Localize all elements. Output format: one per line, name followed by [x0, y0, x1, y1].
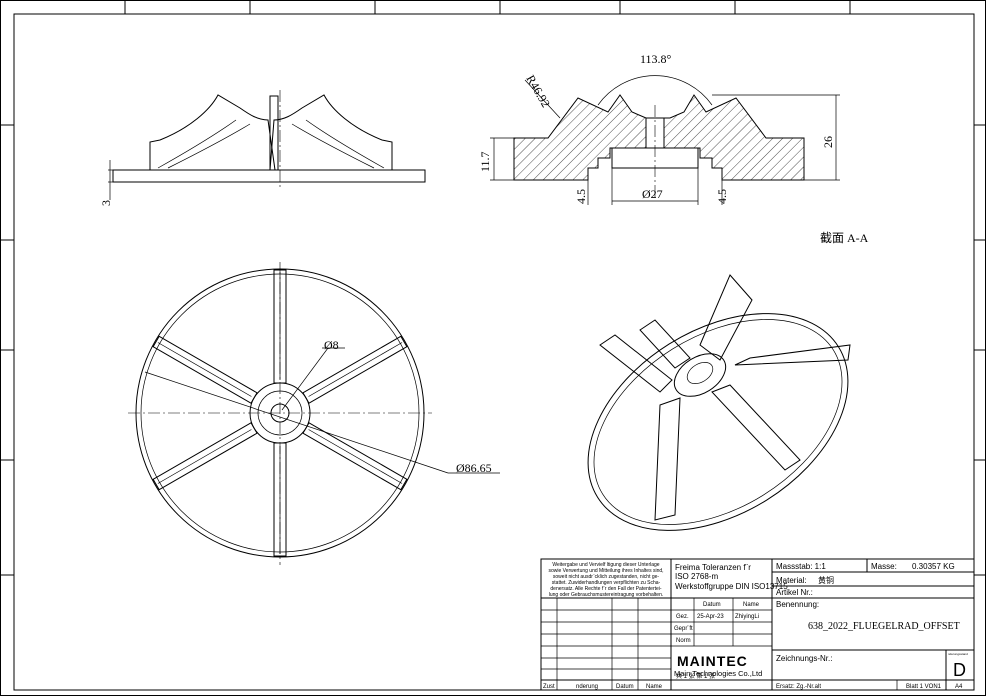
notice-line-5: denersatz. Alle Rechte f¨r den Fall der … — [550, 586, 662, 592]
side-base-plate — [112, 169, 426, 183]
footer-sheet: Blatt 1 VON1 — [906, 684, 942, 690]
dim-top-outer-dia: Ø86.65 — [456, 461, 492, 475]
notice-line-6: lung oder Gebrauchsmustereintragung vorb… — [549, 592, 664, 598]
company-name: Main Technologies Co.,Ltd — [674, 669, 762, 678]
top-view: Ø8 Ø86.65 — [128, 262, 500, 565]
iso-hub — [673, 353, 727, 397]
footer-name: Name — [646, 684, 663, 690]
side-blade-left — [149, 94, 276, 171]
iso-rim — [587, 313, 849, 531]
article-label: Artikel Nr.: — [776, 588, 813, 597]
footer-aenderung: nderung — [576, 684, 598, 690]
section-view: 113.8° R46.92 11.7 26 Ø27 4.5 4.5 截面 A-A — [478, 52, 869, 245]
dim-section-step-right: 4.5 — [715, 189, 729, 204]
tolerance-line-1: Freima Toleranzen f¨r — [675, 563, 751, 572]
footer-ersatz: Ersatz: Zg.-Nr.alt — [776, 684, 821, 690]
gez-date: 25-Apr-23 — [697, 614, 724, 620]
material-value: 黄铜 — [818, 575, 834, 585]
dim-top-hub-dia: Ø8 — [324, 338, 339, 352]
revision-label: nderungsstand — [948, 652, 968, 656]
mass-label: Masse: — [871, 562, 897, 571]
notice-line-2: sowie Verwertung und Mitteilung ihres In… — [548, 568, 663, 574]
inner-frame — [13, 13, 975, 691]
zone-ticks — [0, 0, 986, 576]
notice-line-3: soweit nicht ausdr¨cklich zugestanden, n… — [553, 574, 660, 580]
tolerance-line-3: Werkstoffgruppe DIN ISO13715 — [675, 582, 788, 591]
iso-vanes — [599, 274, 851, 521]
dim-section-height-right: 26 — [821, 136, 835, 148]
side-center-vane — [269, 95, 279, 171]
side-blade-right — [269, 94, 393, 171]
gez-name: ZhiyingLi — [735, 614, 759, 620]
dim-section-angle: 113.8° — [640, 52, 672, 66]
col-name: Name — [743, 602, 760, 608]
scale-label: Massstab: 1:1 — [776, 562, 826, 571]
dim-side-thickness: 3 — [99, 200, 113, 206]
dim-section-bore-dia: Ø27 — [642, 187, 663, 201]
name-label: Benennung: — [776, 600, 819, 609]
footer-zust: Zust — [543, 684, 555, 690]
dim-section-step-left: 4.5 — [574, 189, 588, 204]
dim-section-height-left: 11.7 — [478, 151, 492, 172]
side-view: 3 — [99, 90, 426, 206]
iso-view — [587, 274, 851, 531]
title-block: Weitergabe und Vervielf ltigung dieser U… — [540, 558, 975, 691]
notice-line-1: Weitergabe und Vervielf ltigung dieser U… — [552, 562, 659, 568]
material-label: Material: — [776, 576, 807, 585]
mass-value: 0.30357 KG — [912, 562, 955, 571]
notice-line-4: stattet. Zuwiderhandlungen verpflichten … — [552, 580, 661, 586]
angle-arc — [597, 75, 713, 106]
drawing-no-label: Zeichnungs-Nr.: — [776, 654, 832, 663]
row-gepr: Gepr¨ft — [674, 626, 693, 632]
dim-section-radius: R46.92 — [523, 73, 553, 110]
footer-format: A4 — [955, 684, 963, 690]
tolerance-line-2: ISO 2768-m — [675, 572, 718, 581]
row-gez: Gez. — [676, 614, 689, 620]
section-label: 截面 A-A — [820, 231, 869, 245]
company-logo: MAINTEC — [677, 653, 748, 669]
row-norm: Norm — [676, 638, 691, 644]
sheet-count: 共 1 张 第 1 张 — [676, 672, 715, 680]
revision-letter: D — [953, 660, 966, 680]
footer-datum: Datum — [616, 684, 634, 690]
col-datum: Datum — [703, 602, 721, 608]
part-name: 638_2022_FLUEGELRAD_OFFSET — [808, 621, 960, 632]
